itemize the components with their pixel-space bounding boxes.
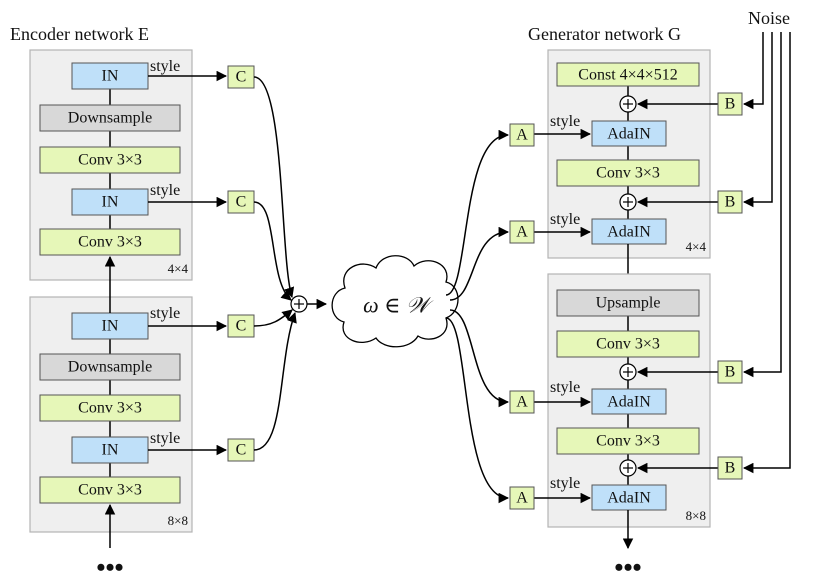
c-label: C: [236, 194, 247, 211]
generator-style-label: style: [550, 379, 580, 396]
generator-add-node: [619, 193, 637, 211]
encoder-conv-label: Conv 3×3: [78, 152, 142, 169]
a-label: A: [516, 127, 528, 144]
generator-conv-label: Conv 3×3: [596, 336, 660, 353]
a-label: A: [516, 490, 528, 507]
generator-conv-label: Conv 3×3: [596, 433, 660, 450]
encoder-in-label: IN: [102, 194, 119, 211]
encoder-c-boxes: C C C C: [227, 65, 255, 462]
latent-cloud: ω ∈ 𝒲: [331, 255, 459, 348]
generator-adain-box: [591, 120, 667, 147]
c-label: C: [236, 442, 247, 459]
generator-adain-label: AdaIN: [607, 224, 651, 241]
encoder-in-label: IN: [102, 442, 119, 459]
generator-add-node: [619, 459, 637, 477]
generator-conv-box: [556, 330, 700, 358]
generator-conv-box: [556, 427, 700, 455]
c-label: C: [236, 69, 247, 86]
a-box: [509, 123, 535, 147]
encoder-resolution-label: 4×4: [168, 261, 189, 276]
generator-adain-box: [591, 218, 667, 245]
generator-block-4x4: Const 4×4×512 AdaIN Conv 3×3 AdaIN 4×4 s…: [534, 49, 718, 259]
sum-node: [290, 295, 308, 313]
generator-title: Generator network G: [528, 24, 681, 44]
latent-connections: [445, 129, 510, 504]
generator-upsample-label: Upsample: [596, 295, 661, 312]
generator-b-boxes: B B B B: [717, 92, 743, 480]
encoder-conv-box: [39, 394, 181, 422]
generator-a-boxes: A A A A: [509, 123, 535, 510]
encoder-sum-connections: [253, 76, 297, 451]
generator-conv-label: Conv 3×3: [596, 165, 660, 182]
a-label: A: [516, 224, 528, 241]
generator-resolution-label: 4×4: [686, 239, 707, 254]
encoder-conv-box: [39, 476, 181, 504]
generator-adain-label: AdaIN: [607, 394, 651, 411]
b-label: B: [725, 194, 736, 211]
encoder-dots: •••: [96, 553, 123, 580]
encoder-style-label: style: [150, 305, 180, 322]
generator-add-node: [619, 95, 637, 113]
encoder-in-box: [71, 62, 149, 90]
encoder-conv-box: [39, 228, 181, 256]
generator-adain-label: AdaIN: [607, 126, 651, 143]
a-box: [509, 220, 535, 244]
generator-resolution-label: 8×8: [686, 508, 706, 523]
generator-upsample-box: [556, 289, 700, 317]
generator-adain-box: [591, 484, 667, 511]
a-label: A: [516, 394, 528, 411]
encoder-conv-label: Conv 3×3: [78, 400, 142, 417]
generator-const-label: Const 4×4×512: [578, 67, 677, 84]
noise-label: Noise: [748, 8, 790, 28]
encoder-in-box: [71, 312, 149, 340]
b-box: [717, 92, 743, 116]
a-box: [509, 390, 535, 414]
encoder-in-label: IN: [102, 68, 119, 85]
generator-dots: •••: [614, 553, 641, 580]
generator-adain-label: AdaIN: [607, 490, 651, 507]
b-label: B: [725, 364, 736, 381]
generator-style-label: style: [550, 211, 580, 228]
generator-style-label: style: [550, 113, 580, 130]
generator-style-label: style: [550, 475, 580, 492]
generator-conv-box: [556, 159, 700, 187]
encoder-downsample-box: [39, 104, 181, 132]
encoder-conv-box: [39, 146, 181, 174]
encoder-style-label: style: [150, 58, 180, 75]
b-box: [717, 360, 743, 384]
b-label: B: [725, 96, 736, 113]
encoder-conv-label: Conv 3×3: [78, 482, 142, 499]
encoder-in-label: IN: [102, 318, 119, 335]
encoder-title: Encoder network E: [10, 24, 149, 44]
encoder-in-box: [71, 436, 149, 464]
b-box: [717, 456, 743, 480]
c-label: C: [236, 318, 247, 335]
encoder-conv-label: Conv 3×3: [78, 234, 142, 251]
generator-block-8x8: Upsample Conv 3×3 AdaIN Conv 3×3 AdaIN 8…: [534, 273, 718, 528]
noise-connections: [742, 32, 791, 474]
generator-const-box: [556, 62, 700, 87]
a-box: [509, 486, 535, 510]
encoder-block-8x8: IN Downsample Conv 3×3 IN Conv 3×3 8×8 s…: [29, 296, 228, 533]
generator-adain-box: [591, 388, 667, 415]
encoder-resolution-label: 8×8: [168, 513, 188, 528]
encoder-style-label: style: [150, 430, 180, 447]
encoder-downsample-label: Downsample: [68, 110, 152, 127]
b-box: [717, 190, 743, 214]
latent-label: ω ∈ 𝒲: [363, 293, 434, 318]
generator-add-node: [619, 363, 637, 381]
encoder-downsample-label: Downsample: [68, 359, 152, 376]
encoder-downsample-box: [39, 353, 181, 381]
b-label: B: [725, 460, 736, 477]
encoder-style-label: style: [150, 182, 180, 199]
encoder-block-4x4: IN Downsample Conv 3×3 IN Conv 3×3 4×4 s…: [29, 49, 228, 281]
